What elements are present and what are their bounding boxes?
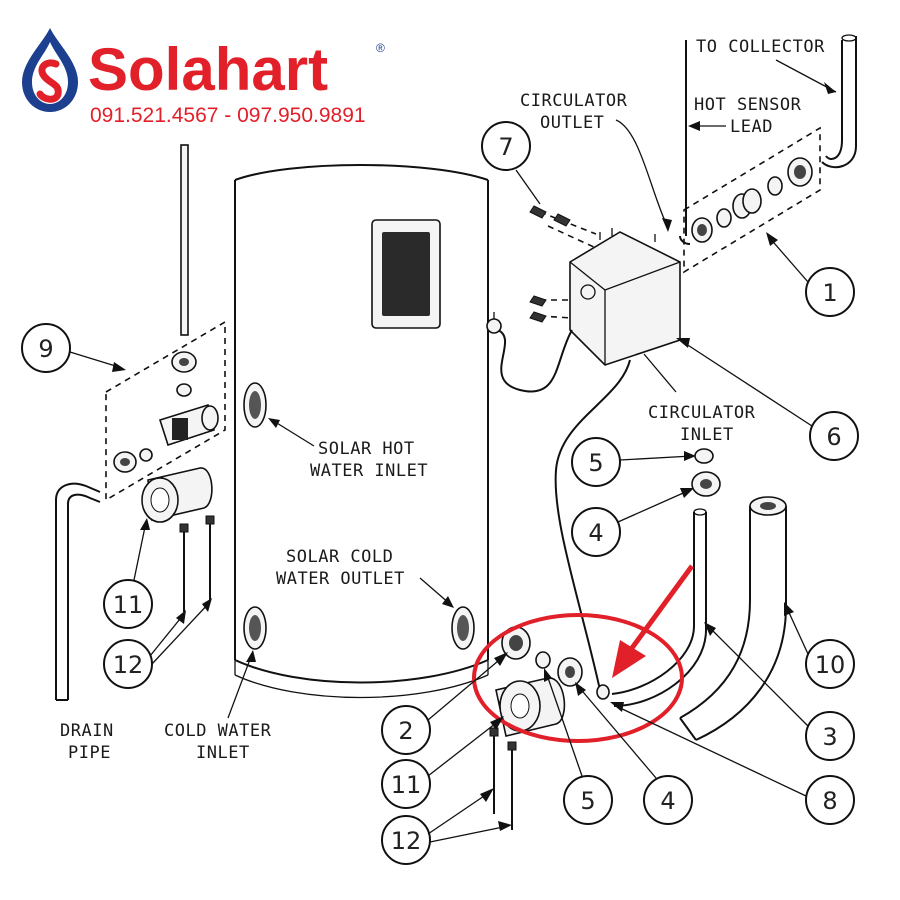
solar-cold-outlet-port — [451, 606, 475, 650]
insulation-sleeve-bottom — [495, 677, 566, 737]
circulator-pump-box — [486, 205, 681, 393]
label-hot-sensor-2: LEAD — [730, 117, 773, 137]
fitting-2 — [501, 626, 531, 660]
callout-2: 2 — [398, 717, 413, 745]
valve-nut — [171, 351, 197, 373]
label-hot-sensor-1: HOT SENSOR — [694, 95, 802, 115]
callouts: 7 1 9 6 5 4 11 12 10 — [21, 121, 859, 865]
callout-12-bottom: 12 — [391, 827, 422, 855]
callout-7: 7 — [498, 133, 513, 161]
drain-pipe — [55, 482, 101, 701]
registered-mark: ® — [376, 41, 385, 55]
water-drop-s-icon — [22, 28, 78, 112]
tank-badge — [371, 219, 441, 329]
brand-name-part2: hart — [215, 36, 328, 103]
pipe-fitting-8 — [596, 684, 610, 700]
callout-1: 1 — [822, 279, 837, 307]
label-solar-cold-outlet-2: WATER OUTLET — [276, 569, 405, 589]
label-to-collector: TO COLLECTOR — [696, 37, 825, 57]
insulation-sleeve-left — [141, 467, 213, 523]
tee-valve — [158, 403, 219, 447]
solar-hot-inlet-port — [243, 382, 267, 428]
highlight-ellipse — [472, 613, 684, 743]
svg-text:Solahart: Solahart — [88, 36, 328, 103]
inlet-nut — [691, 471, 721, 497]
mounting-screws — [529, 205, 597, 323]
label-cold-water-inlet-2: INLET — [196, 743, 250, 763]
label-solar-cold-outlet-1: SOLAR COLD — [286, 547, 393, 567]
fitting-kit-1 — [683, 126, 821, 274]
power-plug-icon — [486, 312, 502, 334]
callout-8: 8 — [822, 787, 837, 815]
fitting-cap — [787, 157, 813, 187]
callout-5-upper: 5 — [588, 449, 603, 477]
cold-water-inlet-port — [243, 606, 267, 650]
label-cold-water-inlet-1: COLD WATER — [164, 721, 272, 741]
callout-9: 9 — [38, 335, 53, 363]
highlight-annotation — [472, 564, 695, 743]
callout-4-bottom: 4 — [660, 787, 675, 815]
callout-11-bottom: 11 — [391, 771, 422, 799]
brand-name-part1: Sola — [88, 36, 215, 103]
insulated-hose-10 — [679, 496, 787, 741]
label-circulator-inlet-2: INLET — [680, 425, 734, 445]
collector-pipes — [679, 34, 857, 245]
callout-12-left: 12 — [113, 651, 144, 679]
water-tank — [234, 164, 489, 699]
phone-numbers: 091.521.4567 - 097.950.9891 — [90, 104, 366, 127]
callout-5-bottom: 5 — [580, 787, 595, 815]
label-solar-hot-inlet-1: SOLAR HOT — [318, 439, 415, 459]
callout-4-upper: 4 — [588, 519, 603, 547]
fitting-nut — [691, 217, 713, 243]
cable-ties-left — [179, 515, 215, 612]
cable-ties-bottom — [489, 727, 517, 830]
label-circulator-outlet-1: CIRCULATOR — [520, 91, 628, 111]
label-circulator-inlet-1: CIRCULATOR — [648, 403, 756, 423]
callout-10: 10 — [815, 651, 846, 679]
label-drain-pipe-1: DRAIN — [60, 721, 114, 741]
text-labels: TO COLLECTOR CIRCULATOR OUTLET HOT SENSO… — [60, 37, 837, 763]
callout-3: 3 — [822, 723, 837, 751]
callout-6: 6 — [826, 423, 841, 451]
red-arrow-icon — [612, 564, 695, 678]
callout-11-left: 11 — [113, 591, 144, 619]
valve-kit-9 — [105, 144, 226, 502]
small-nut — [113, 451, 137, 473]
solahart-logo: Solahart ® 091.521.4567 - 097.950.9891 — [22, 28, 385, 127]
label-circulator-outlet-2: OUTLET — [540, 113, 604, 133]
fitting-nut-4 — [557, 657, 583, 687]
label-drain-pipe-2: PIPE — [68, 743, 111, 763]
copper-pipe-3 — [596, 508, 707, 707]
label-solar-hot-inlet-2: WATER INLET — [310, 461, 428, 481]
